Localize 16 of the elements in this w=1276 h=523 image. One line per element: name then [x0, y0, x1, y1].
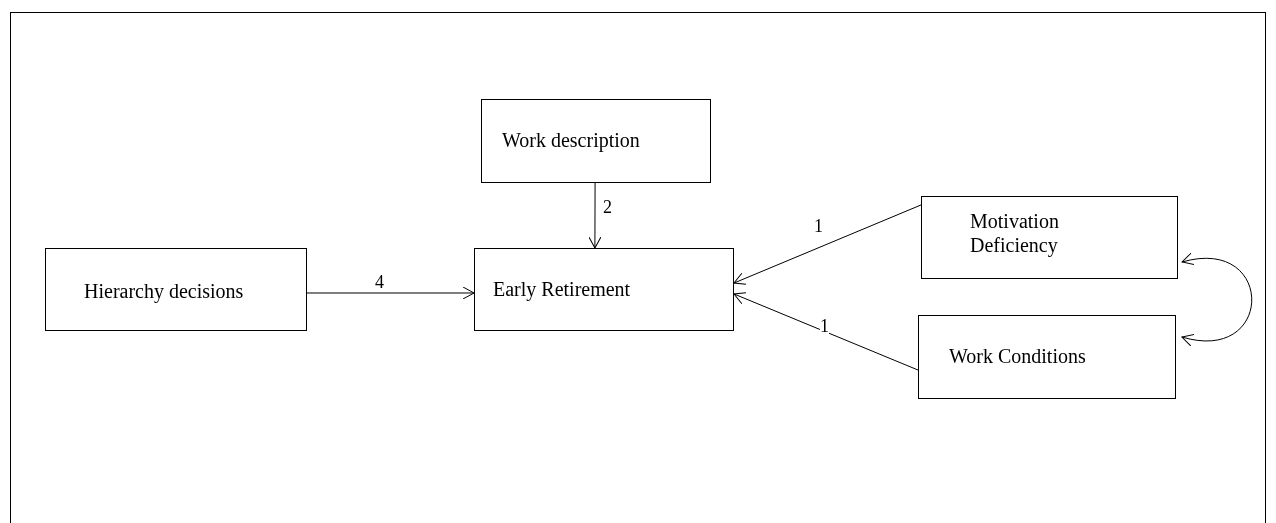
box-text: Early Retirement: [493, 277, 632, 301]
box-text: Work Conditions: [949, 344, 1087, 368]
box-text: Work description: [502, 128, 641, 152]
box-text: Motivation Deficiency: [970, 209, 1060, 257]
process-box: [918, 315, 1176, 399]
edge-label: 1: [820, 316, 829, 336]
arrow: [733, 204, 922, 285]
process-box: [45, 248, 307, 331]
process-box: [474, 248, 734, 331]
curved-arrow: [1181, 253, 1253, 346]
arrow: [733, 292, 919, 371]
process-box: [921, 196, 1178, 279]
process-box: [481, 99, 711, 183]
arrow: [588, 182, 602, 249]
box-text: Hierarchy decisions: [84, 279, 245, 303]
arrow: [306, 286, 475, 300]
